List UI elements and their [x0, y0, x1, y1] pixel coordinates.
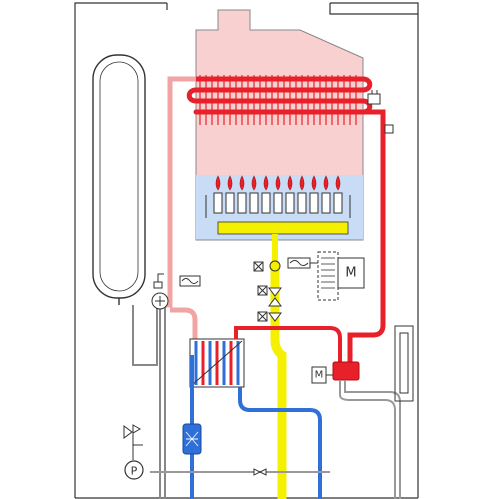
bypass-lines: [150, 380, 401, 499]
diverter-valve: M: [311, 361, 360, 384]
burner-row: [205, 175, 351, 218]
pump-motor-label: M: [345, 266, 356, 281]
gas-valve: [253, 260, 282, 322]
dhw-hot-feed: [234, 326, 342, 368]
fan-unit: M: [287, 251, 365, 301]
heat-exchanger-tubes: [186, 76, 373, 115]
pressure-gauge: P: [124, 460, 144, 480]
safety-valve: [123, 424, 143, 460]
dhw-plate-exchanger: [189, 338, 245, 388]
gas-line: [217, 221, 349, 499]
pressure-switch: [151, 273, 201, 310]
return-line-grey: [132, 298, 166, 499]
tube-return-inlet: [167, 76, 196, 275]
flow-sensor: [384, 124, 394, 134]
hot-flow-pipe: [347, 109, 386, 368]
overheat-thermostat: [367, 90, 381, 105]
expansion-vessel: [92, 54, 146, 305]
control-box: [394, 325, 414, 402]
cold-water-filter: [182, 423, 202, 455]
pressure-gauge-label: P: [131, 465, 138, 478]
boiler-casing: [74, 2, 419, 499]
valve-motor-label: M: [315, 370, 324, 381]
drain-valve: [253, 468, 267, 476]
